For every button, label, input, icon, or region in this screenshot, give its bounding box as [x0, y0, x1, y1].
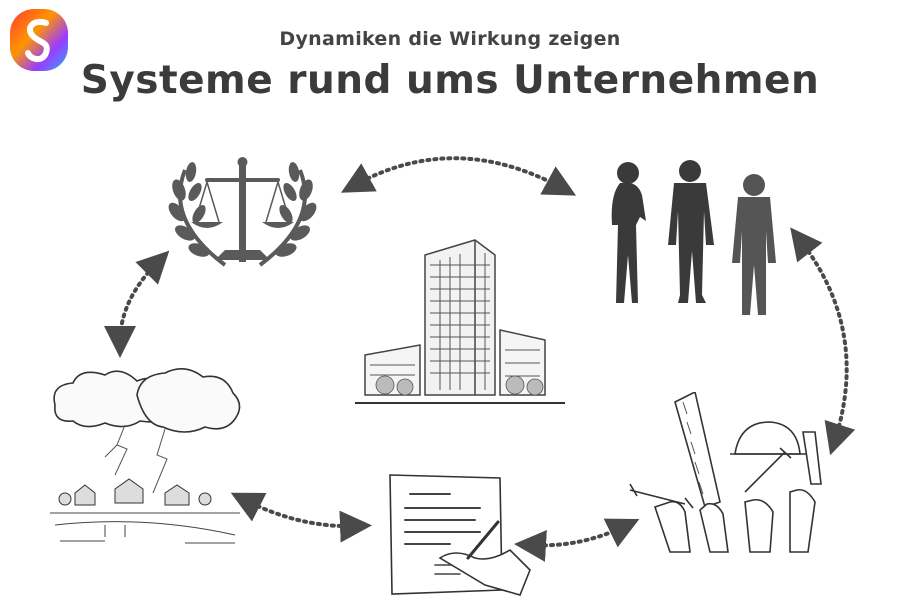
page-title: Systeme rund ums Unternehmen [80, 58, 820, 103]
arrow-law-people [340, 156, 577, 196]
people-silhouettes-icon [600, 155, 790, 325]
storm-village-icon [45, 365, 245, 555]
raised-tools-hands-icon [625, 392, 840, 554]
arrow-contracts-workers [514, 518, 640, 562]
office-building-icon [345, 235, 575, 410]
scales-of-justice-icon [155, 130, 330, 280]
brand-logo [6, 5, 72, 75]
page-subtitle: Dynamiken die Wirkung zeigen [279, 28, 621, 50]
arrow-law-environment [104, 250, 170, 358]
arrow-environment-contracts [230, 492, 372, 543]
contract-signing-icon [380, 470, 540, 598]
